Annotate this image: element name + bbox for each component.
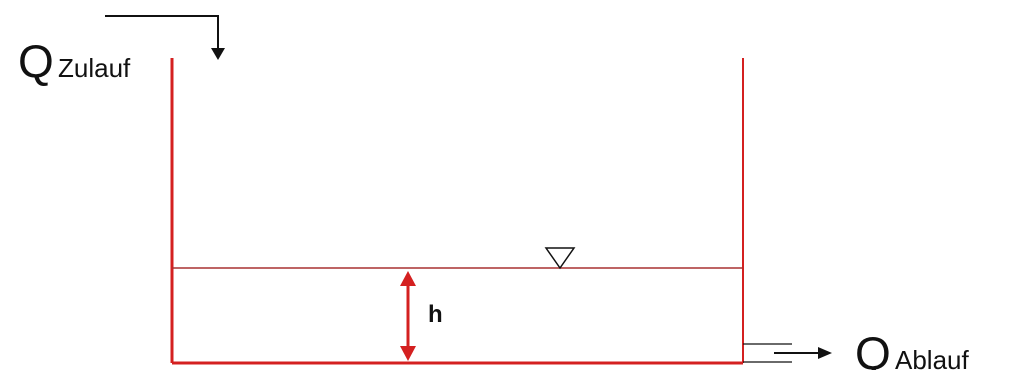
inflow-label: Q Zulauf xyxy=(18,35,131,87)
outflow-subscript: Ablauf xyxy=(895,345,969,370)
inflow-symbol: Q xyxy=(18,35,54,87)
inflow-arrow-icon xyxy=(105,15,225,60)
outflow-label: Q Ablauf xyxy=(855,327,969,370)
tank xyxy=(170,58,744,365)
inverted-triangle-icon xyxy=(544,247,576,270)
outflow-arrow-icon xyxy=(774,347,832,359)
height-label: h xyxy=(428,301,443,328)
outlet-pipe xyxy=(743,343,792,363)
outflow-symbol: Q xyxy=(855,327,891,370)
height-double-arrow-icon xyxy=(400,271,416,361)
inflow-subscript: Zulauf xyxy=(58,53,131,83)
